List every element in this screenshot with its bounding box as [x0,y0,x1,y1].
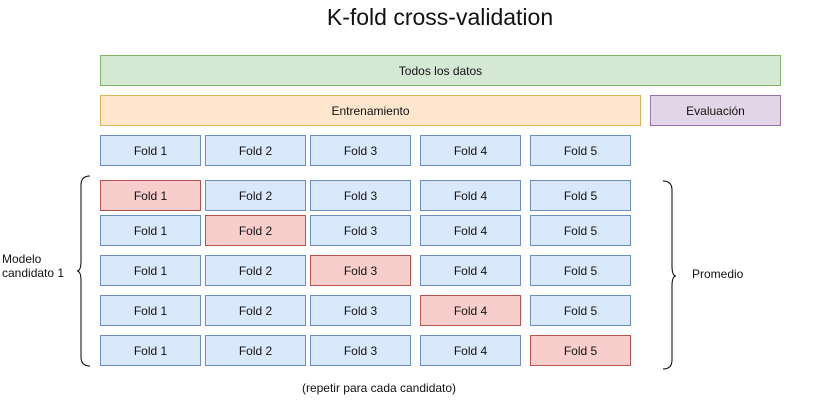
header-fold-3: Fold 3 [310,135,411,166]
split-row-2-fold-1: Fold 1 [100,215,201,246]
split-row-2-fold-4: Fold 4 [420,215,521,246]
left-brace-label: Modelo candidato 1 [2,252,65,280]
split-row-4-fold-1: Fold 1 [100,295,201,326]
split-row-4-fold-2: Fold 2 [205,295,306,326]
diagram-title: K-fold cross-validation [326,4,554,30]
split-row-3-fold-2: Fold 2 [205,255,306,286]
split-row-1-fold-3: Fold 3 [310,180,411,211]
right-brace-label: Promedio [692,267,744,281]
split-row-1-fold-1-validation: Fold 1 [100,180,201,211]
split-row-2-fold-3: Fold 3 [310,215,411,246]
training-bar: Entrenamiento [100,95,641,126]
split-row-5-fold-3: Fold 3 [310,335,411,366]
right-brace [662,180,677,370]
header-fold-1: Fold 1 [100,135,201,166]
footer-note: (repetir para cada candidato) [301,381,457,395]
header-fold-4: Fold 4 [420,135,521,166]
split-row-5-fold-4: Fold 4 [420,335,521,366]
split-row-5-fold-5-validation: Fold 5 [530,335,631,366]
split-row-3-fold-1: Fold 1 [100,255,201,286]
split-row-3-fold-4: Fold 4 [420,255,521,286]
split-row-5-fold-1: Fold 1 [100,335,201,366]
evaluation-bar: Evaluación [650,95,781,126]
split-row-4-fold-3: Fold 3 [310,295,411,326]
split-row-4-fold-5: Fold 5 [530,295,631,326]
split-row-2-fold-2-validation: Fold 2 [205,215,306,246]
left-brace [76,175,91,367]
split-row-1-fold-4: Fold 4 [420,180,521,211]
all-data-bar: Todos los datos [100,55,781,86]
header-fold-5: Fold 5 [530,135,631,166]
split-row-1-fold-5: Fold 5 [530,180,631,211]
split-row-3-fold-3-validation: Fold 3 [310,255,411,286]
split-row-2-fold-5: Fold 5 [530,215,631,246]
split-row-5-fold-2: Fold 2 [205,335,306,366]
header-fold-2: Fold 2 [205,135,306,166]
split-row-1-fold-2: Fold 2 [205,180,306,211]
split-row-4-fold-4-validation: Fold 4 [420,295,521,326]
split-row-3-fold-5: Fold 5 [530,255,631,286]
